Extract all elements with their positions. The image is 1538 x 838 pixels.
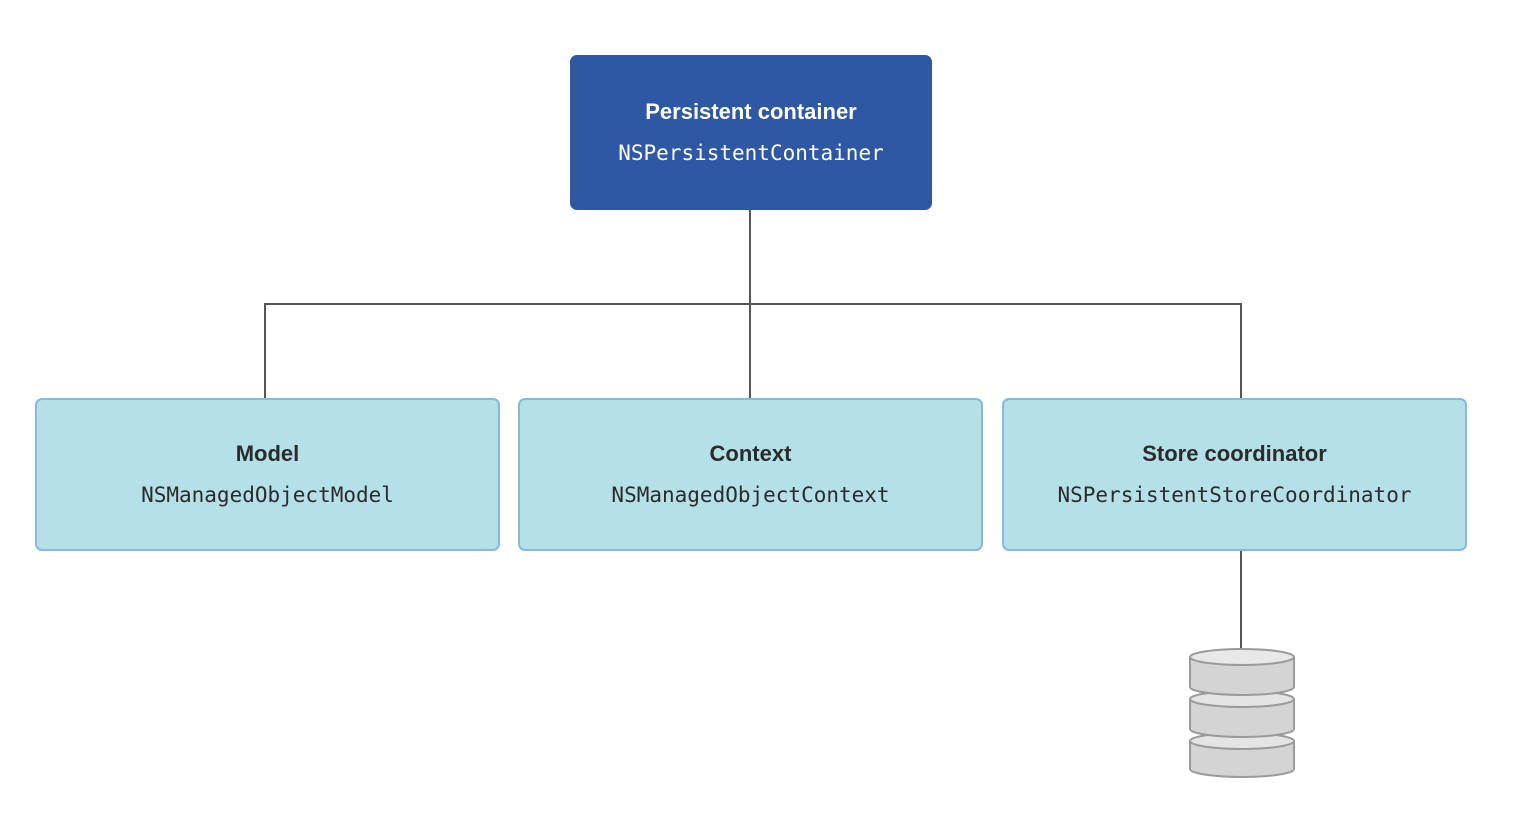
store-coordinator-class: NSPersistentStoreCoordinator [1057,483,1412,507]
store-coordinator-node: Store coordinator NSPersistentStoreCoord… [1002,398,1467,551]
context-title: Context [709,441,792,466]
persistent-container-class: NSPersistentContainer [618,141,884,165]
model-class: NSManagedObjectModel [141,483,394,507]
model-title: Model [235,441,300,466]
model-node: Model NSManagedObjectModel [35,398,500,551]
context-class: NSManagedObjectContext [611,483,890,507]
database-icon [1189,648,1295,778]
persistent-container-node: Persistent container NSPersistentContain… [570,55,932,210]
persistent-container-title: Persistent container [645,99,857,124]
context-node: Context NSManagedObjectContext [518,398,983,551]
store-coordinator-title: Store coordinator [1142,441,1327,466]
